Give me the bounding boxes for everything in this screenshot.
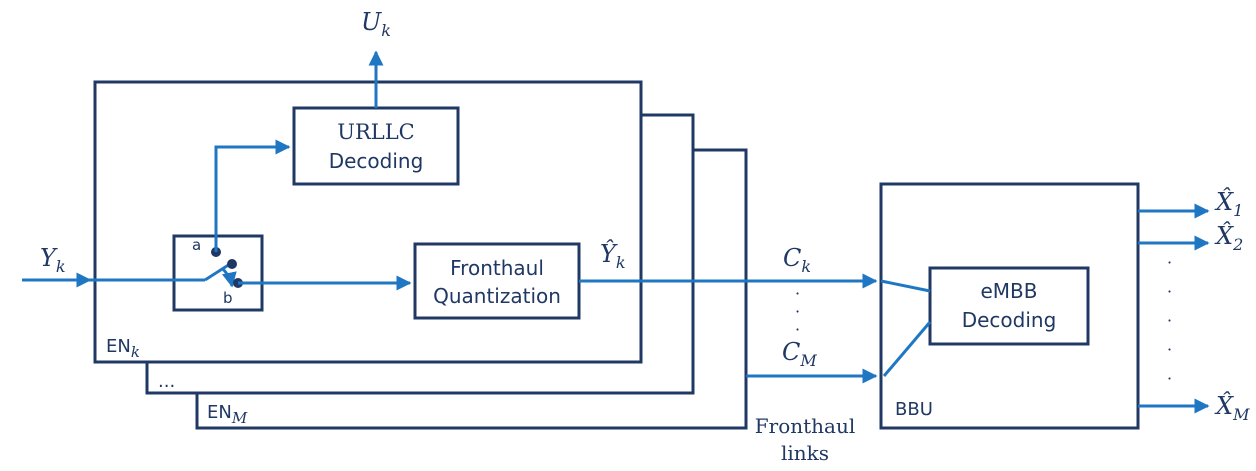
signal-c-m: CM [782,338,817,370]
switch-label-a: a [192,236,201,254]
en-ellipsis: ... [158,371,175,392]
embb-label-line2: Decoding [962,308,1057,332]
signal-u-k: Uk [361,8,391,40]
embb-label-line1: eMBB [980,279,1037,303]
switch-rotation-arrow [220,266,237,288]
signal-x1: X̂1 [1214,188,1243,220]
signal-yhat-k: Ŷk [600,239,626,272]
signal-xm: X̂M [1214,392,1250,424]
switch-to-urllc-wire [214,139,291,252]
outputs-vdot-2: · [1167,282,1172,301]
bbu-cm-to-embb [882,321,932,377]
outputs-vdot-3: · [1167,311,1172,330]
embb-decoding-block [928,266,1090,346]
links-vdot-3: · [795,320,800,339]
links-vdot-1: · [795,284,800,303]
urllc-label-line1: URLLC [337,120,414,144]
fronthaul-links-line1: Fronthaul [755,414,855,438]
urllc-label-line2: Decoding [329,149,424,173]
signal-y-k: Yk [40,244,66,276]
signal-x2: X̂2 [1214,222,1243,254]
urllc-decoding-block [292,106,460,186]
bbu-label: BBU [895,399,933,420]
outputs-vdot-4: · [1167,340,1172,359]
en-k-label: ENk [106,336,140,361]
fronthaul-q-label-line1: Fronthaul [450,256,544,280]
bbu-ck-to-embb [880,279,931,293]
outputs-vdot-5: · [1167,369,1172,388]
switch-arm [204,262,231,282]
signal-c-k: Ck [783,244,811,276]
fronthaul-links-line2: links [781,441,829,465]
outputs-vdot-1: · [1167,253,1172,272]
fronthaul-q-label-line2: Quantization [433,284,561,308]
switch-terminal-mid [227,259,237,269]
switch-label-b: b [223,289,233,307]
links-vdot-2: · [795,302,800,321]
en-m-label: ENM [207,402,248,427]
